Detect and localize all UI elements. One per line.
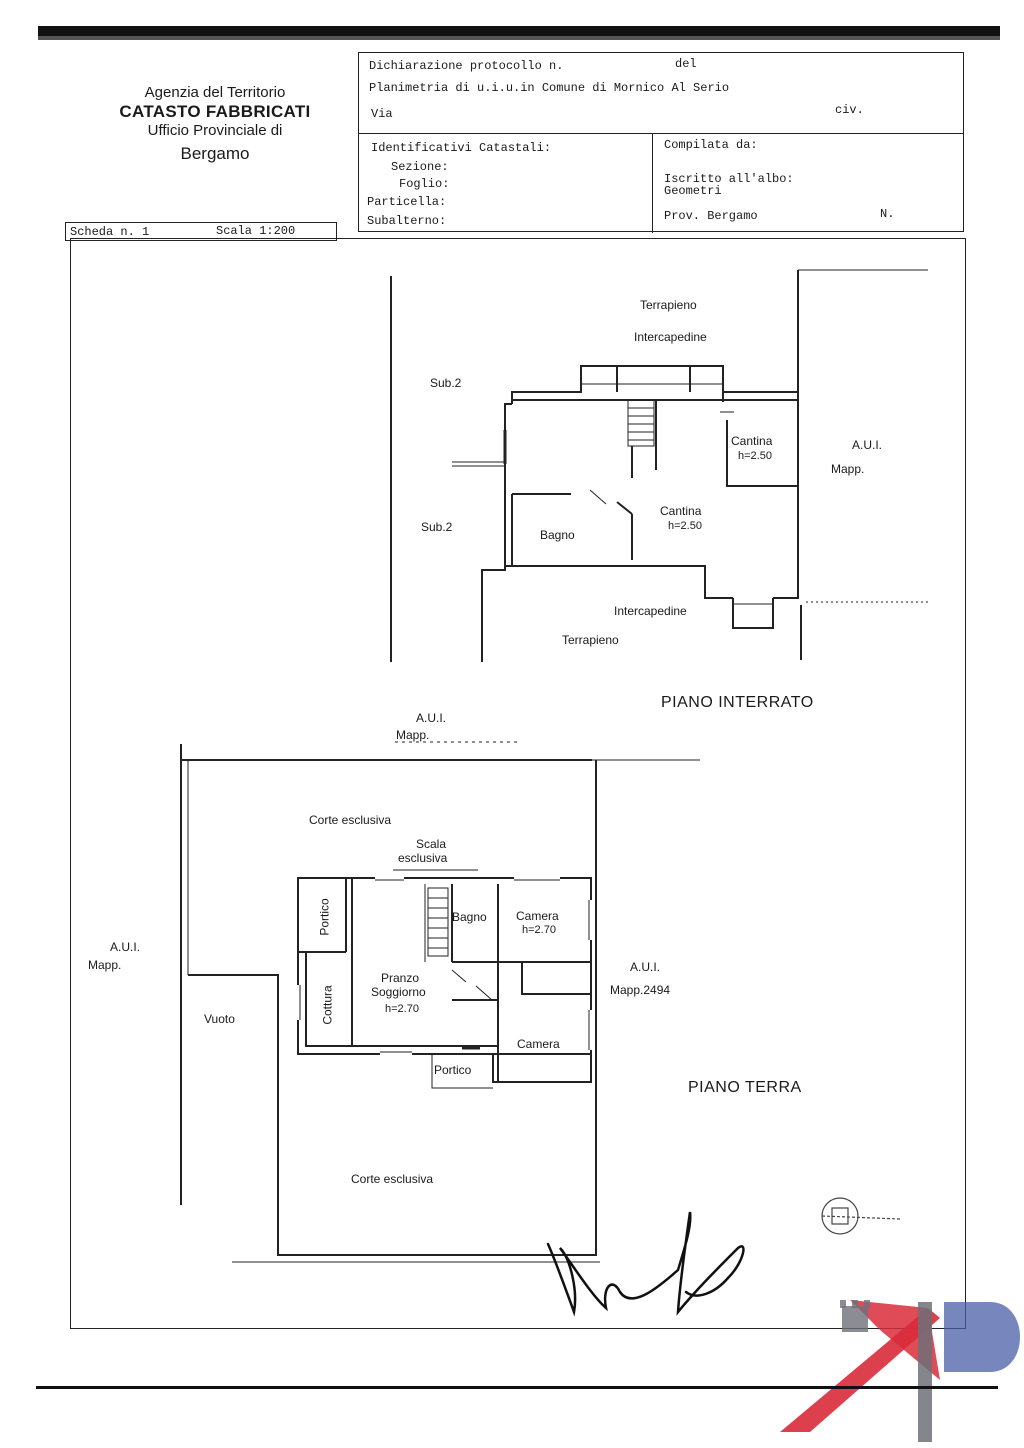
n-label: N. xyxy=(880,207,895,221)
label-mapp-left: Mapp. xyxy=(88,958,122,972)
label-corte-top: Corte esclusiva xyxy=(309,813,392,827)
logo-image xyxy=(780,1300,1020,1442)
label-aui-right: A.U.I. xyxy=(630,960,661,974)
planimetria-label: Planimetria di u.i.u.in Comune di Mornic… xyxy=(369,81,730,95)
identificativi-label: Identificativi Catastali: xyxy=(371,141,552,155)
label-bagno-terra: Bagno xyxy=(452,910,487,924)
scala-value: Scala 1:200 xyxy=(216,224,296,238)
catasto-title: CATASTO FABBRICATI xyxy=(119,102,311,121)
particella-label: Particella: xyxy=(367,195,447,209)
identificativi-cell: Identificativi Catastali: Sezione: Fogli… xyxy=(359,133,653,233)
label-cantina-large-height: h=2.50 xyxy=(668,520,702,532)
ufficio-label: Ufficio Provinciale di xyxy=(147,122,283,140)
via-label: Via xyxy=(371,107,393,121)
header-top-row: Dichiarazione protocollo n. del Planimet… xyxy=(359,53,963,134)
label-cantina-small-height: h=2.50 xyxy=(738,450,772,462)
label-mapp-interrato: Mapp. xyxy=(831,462,865,476)
interrato-plan xyxy=(390,269,930,662)
label-intercapedine-top: Intercapedine xyxy=(634,330,707,344)
label-esclusiva: esclusiva xyxy=(398,851,448,865)
label-camera-top: Camera xyxy=(516,909,559,923)
scan-top-border-shadow xyxy=(38,36,1000,40)
scheda-box: Scheda n. 1 Scala 1:200 xyxy=(65,222,337,241)
label-pranzo: Pranzo xyxy=(381,971,420,985)
label-mapp-top: Mapp. xyxy=(396,728,430,742)
label-mapp-right: Mapp.2494 xyxy=(610,983,671,997)
scan-bottom-border xyxy=(36,1386,998,1389)
subalterno-label: Subalterno: xyxy=(367,214,447,228)
label-pranzo-height: h=2.70 xyxy=(385,1003,419,1015)
del-label: del xyxy=(675,57,697,71)
agency-name: Agenzia del Territorio xyxy=(144,84,286,101)
scheda-number: Scheda n. 1 xyxy=(70,225,150,239)
foglio-label: Foglio: xyxy=(399,177,450,191)
label-scala: Scala xyxy=(416,837,447,851)
agency-block: Agenzia del Territorio CATASTO FABBRICAT… xyxy=(85,84,345,165)
terra-plan xyxy=(180,741,700,1263)
label-sub2-top: Sub.2 xyxy=(430,376,462,390)
title-piano-terra: PIANO TERRA xyxy=(688,1079,802,1096)
label-portico-left: Portico xyxy=(317,898,332,936)
header-box: Dichiarazione protocollo n. del Planimet… xyxy=(358,52,965,233)
compass-rose xyxy=(821,1197,901,1235)
label-terrapieno-top: Terrapieno xyxy=(640,298,697,312)
label-cantina-large: Cantina xyxy=(660,504,702,518)
label-cantina-small: Cantina xyxy=(731,434,773,448)
label-sub2-bottom: Sub.2 xyxy=(421,520,453,534)
compilata-cell: Compilata da: Iscritto all'albo: Geometr… xyxy=(652,133,965,233)
sezione-label: Sezione: xyxy=(391,160,449,174)
albo-value: Geometri xyxy=(664,184,722,198)
label-cottura: Cottura xyxy=(320,985,335,1025)
label-terrapieno-bottom: Terrapieno xyxy=(562,633,619,647)
label-corte-bottom: Corte esclusiva xyxy=(351,1172,434,1186)
province-name: Bergamo xyxy=(180,144,250,164)
label-aui-top: A.U.I. xyxy=(416,711,447,725)
signature-image xyxy=(546,1211,745,1317)
label-intercapedine-bottom: Intercapedine xyxy=(614,604,687,618)
label-camera-bottom: Camera xyxy=(517,1037,560,1051)
iscritto-label: Iscritto all'albo: xyxy=(664,172,794,186)
label-aui-left: A.U.I. xyxy=(110,940,141,954)
label-vuoto: Vuoto xyxy=(204,1012,235,1026)
scan-top-border xyxy=(38,26,1000,38)
dichiarazione-label: Dichiarazione protocollo n. xyxy=(369,59,564,73)
label-aui-interrato: A.U.I. xyxy=(852,438,883,452)
label-bagno-interrato: Bagno xyxy=(540,528,575,542)
civ-label: civ. xyxy=(835,103,864,117)
label-portico-bottom: Portico xyxy=(434,1063,472,1077)
label-soggiorno: Soggiorno xyxy=(371,985,426,999)
drawing-frame xyxy=(70,238,966,1329)
prov-label: Prov. Bergamo xyxy=(664,209,758,223)
title-piano-interrato: PIANO INTERRATO xyxy=(661,694,814,711)
label-camera-top-height: h=2.70 xyxy=(522,924,556,936)
compilata-label: Compilata da: xyxy=(664,138,758,152)
